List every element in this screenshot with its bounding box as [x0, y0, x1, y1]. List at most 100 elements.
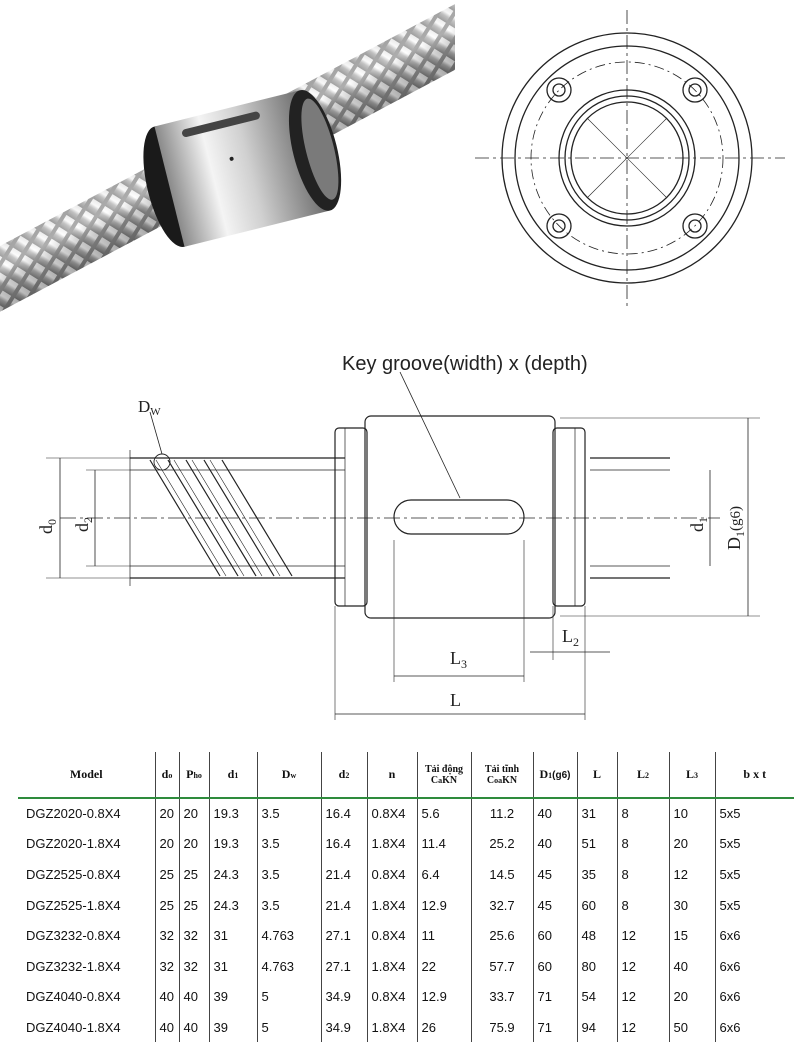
dim-d2-label: d2	[72, 517, 95, 532]
dim-dw-label: DW	[138, 397, 161, 418]
header-L3: L3	[668, 752, 715, 799]
table-cell: 11.4	[416, 828, 471, 860]
table-cell: 8	[616, 798, 669, 829]
table-cell: 27.1	[320, 920, 367, 951]
dim-d1-label: d1	[687, 517, 710, 532]
table-cell: 6x6	[714, 981, 794, 1013]
table-cell: 31	[208, 920, 257, 951]
table-cell: 34.9	[320, 981, 367, 1013]
table-cell: 10	[668, 798, 715, 829]
table-cell: 0.8X4	[366, 920, 417, 951]
table-cell: 40	[532, 798, 577, 829]
table-cell: 14.5	[470, 859, 533, 890]
table-cell: 51	[576, 828, 617, 860]
header-L: L	[576, 752, 617, 799]
table-cell: 4.763	[256, 920, 321, 951]
table-cell: DGZ2525-0.8X4	[26, 866, 121, 882]
table-cell: 1.8X4	[366, 950, 417, 982]
table-cell: 71	[532, 1012, 577, 1042]
product-photo	[0, 0, 455, 320]
table-cell: 20	[154, 798, 179, 829]
dim-L3-label: L3	[450, 648, 467, 671]
table-cell: 12	[616, 981, 669, 1013]
flange-end-view	[475, 10, 785, 310]
table-cell: 6.4	[416, 859, 471, 890]
table-cell: 45	[532, 889, 577, 921]
table-cell: 16.4	[320, 798, 367, 829]
table-cell: 3.5	[256, 798, 321, 829]
table-cell: 12.9	[416, 981, 471, 1013]
table-cell: 30	[668, 889, 715, 921]
table-cell: 80	[576, 950, 617, 982]
header-model: Model	[18, 752, 155, 799]
table-cell: 20	[154, 828, 179, 860]
table-cell: DGZ4040-1.8X4	[26, 1019, 121, 1035]
table-cell: 12	[616, 920, 669, 951]
table-cell: 25	[178, 889, 209, 921]
table-cell: 60	[532, 950, 577, 982]
table-cell: 3.5	[256, 828, 321, 860]
table-cell: 8	[616, 859, 669, 890]
header-d1: d1	[208, 752, 257, 799]
table-cell: 39	[208, 981, 257, 1013]
table-cell: 31	[208, 950, 257, 982]
table-cell: 11	[416, 920, 471, 951]
table-cell: DGZ3232-0.8X4	[26, 928, 121, 944]
header-L2: L2	[616, 752, 669, 799]
table-cell: 5x5	[714, 859, 794, 890]
table-cell: 25	[154, 859, 179, 890]
dim-L2-label: L2	[562, 626, 579, 649]
header-d2: d2	[320, 752, 367, 799]
header-D1: D1(g6)	[532, 752, 577, 799]
table-cell: 25	[154, 889, 179, 921]
table-cell: 31	[576, 798, 617, 829]
header-bxt: b x t	[714, 752, 794, 799]
table-cell: 5.6	[416, 798, 471, 829]
table-cell: 1.8X4	[366, 1012, 417, 1042]
table-cell: 32	[178, 920, 209, 951]
header-d0: do	[154, 752, 179, 799]
table-cell: 5	[256, 981, 321, 1013]
table-cell: 26	[416, 1012, 471, 1042]
table-cell: 40	[154, 981, 179, 1013]
table-cell: 50	[668, 1012, 715, 1042]
table-cell: 32	[154, 950, 179, 982]
table-cell: 20	[178, 828, 209, 860]
table-cell: 0.8X4	[366, 981, 417, 1013]
table-cell: 5x5	[714, 889, 794, 921]
table-cell: DGZ2020-1.8X4	[26, 836, 121, 852]
table-cell: 60	[532, 920, 577, 951]
table-cell: 60	[576, 889, 617, 921]
table-cell: 21.4	[320, 889, 367, 921]
table-cell: 45	[532, 859, 577, 890]
dim-d0-label: d0	[36, 519, 59, 534]
dimension-drawing: Key groove(width) x (depth) DW d0 d2 d1 …	[36, 353, 760, 720]
side-view-drawing: Key groove(width) x (depth) DW d0 d2 d1 …	[0, 330, 800, 750]
table-cell: 20	[668, 981, 715, 1013]
table-cell: 19.3	[208, 828, 257, 860]
table-cell: 4.763	[256, 950, 321, 982]
table-cell: 32.7	[470, 889, 533, 921]
table-cell: 5x5	[714, 798, 794, 829]
table-cell: 6x6	[714, 920, 794, 951]
table-cell: 40	[668, 950, 715, 982]
table-cell: 3.5	[256, 859, 321, 890]
table-cell: 57.7	[470, 950, 533, 982]
table-cell: 0.8X4	[366, 798, 417, 829]
table-cell: 48	[576, 920, 617, 951]
table-cell: 1.8X4	[366, 828, 417, 860]
table-cell: 32	[154, 920, 179, 951]
table-cell: 8	[616, 889, 669, 921]
table-cell: 1.8X4	[366, 889, 417, 921]
table-cell: 27.1	[320, 950, 367, 982]
table-cell: 25.2	[470, 828, 533, 860]
table-cell: 25	[178, 859, 209, 890]
